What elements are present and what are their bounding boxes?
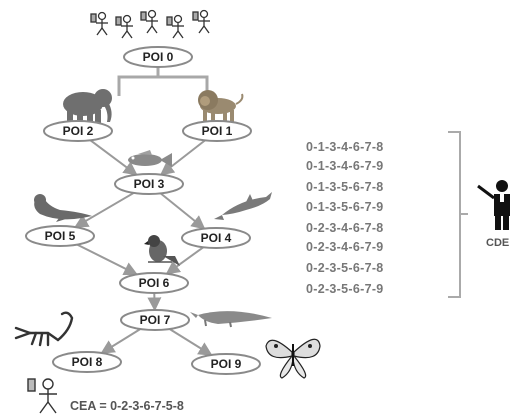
poi-node-poi7: POI 7 — [120, 309, 190, 331]
edge-poi3-poi4 — [160, 192, 206, 230]
edge-poi4-poi6 — [165, 246, 204, 275]
edge-poi3-poi5 — [74, 192, 135, 228]
poi-label-poi8: POI 8 — [72, 355, 103, 369]
poi-node-poi6: POI 6 — [119, 272, 189, 294]
poi-node-poi2: POI 2 — [43, 120, 113, 142]
dolphin-illustration — [214, 192, 272, 220]
paths-bracket — [448, 131, 468, 298]
poi-node-poi3: POI 3 — [114, 173, 184, 195]
visitor-with-phone-icon — [27, 378, 57, 414]
poi-label-poi1: POI 1 — [202, 124, 233, 138]
poi-label-poi4: POI 4 — [201, 231, 232, 245]
path-item: 0-1-3-5-6-7-8 — [306, 180, 384, 194]
visitor-group-icon — [90, 9, 210, 39]
poi-label-poi9: POI 9 — [211, 357, 242, 371]
poi-node-poi5: POI 5 — [25, 225, 95, 247]
path-item: 0-2-3-5-6-7-9 — [306, 282, 384, 296]
butterfly-illustration — [265, 338, 321, 379]
edge-poi1-poi3 — [159, 139, 206, 176]
seal-illustration — [34, 194, 92, 222]
fish-illustration — [128, 150, 172, 167]
poi-label-poi0: POI 0 — [143, 50, 174, 64]
parrot-illustration — [144, 235, 180, 266]
poi-node-poi1: POI 1 — [182, 120, 252, 142]
lion-illustration — [198, 90, 244, 122]
poi-node-poi4: POI 4 — [181, 227, 251, 249]
poi-label-poi6: POI 6 — [139, 276, 170, 290]
poi-label-poi3: POI 3 — [134, 177, 165, 191]
poi-label-poi5: POI 5 — [45, 229, 76, 243]
path-item: 0-2-3-5-6-7-8 — [306, 261, 384, 275]
edge-poi7-poi9 — [169, 328, 213, 356]
poi-node-poi8: POI 8 — [52, 351, 122, 373]
edge-poi5-poi6 — [76, 243, 139, 276]
edge-poi7-poi8 — [100, 328, 141, 354]
edge-poi2-poi3 — [89, 139, 138, 176]
presenter-icon — [477, 180, 510, 230]
path-item: 0-1-3-5-6-7-9 — [306, 200, 384, 214]
crocodile-illustration — [190, 311, 272, 328]
cea-label: CEA = 0-2-3-6-7-5-8 — [70, 399, 184, 413]
path-item: 0-1-3-4-6-7-9 — [306, 159, 384, 173]
poi-label-poi7: POI 7 — [140, 313, 171, 327]
poi-node-poi9: POI 9 — [191, 353, 261, 375]
split-bracket — [117, 67, 209, 96]
edges-group — [74, 139, 213, 356]
path-item: 0-2-3-4-6-7-8 — [306, 221, 384, 235]
scorpion-illustration — [14, 311, 74, 347]
elephant-illustration — [63, 89, 112, 124]
path-list: 0-1-3-4-6-7-8 0-1-3-4-6-7-9 0-1-3-5-6-7-… — [306, 140, 384, 296]
cde-label: CDE — [486, 237, 509, 249]
path-item: 0-2-3-4-6-7-9 — [306, 240, 384, 254]
path-item: 0-1-3-4-6-7-8 — [306, 140, 384, 154]
poi-label-poi2: POI 2 — [63, 124, 94, 138]
poi-node-poi0: POI 0 — [123, 46, 193, 68]
